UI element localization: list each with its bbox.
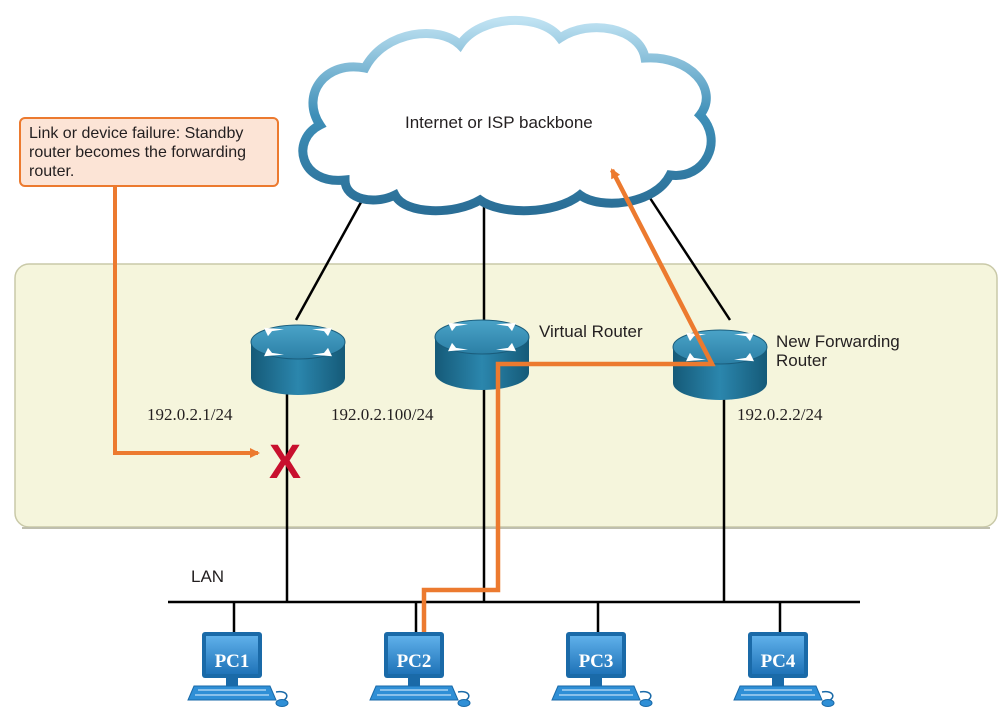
lan-label: LAN: [191, 567, 225, 586]
link-cloud-left-router: [294, 194, 367, 321]
pc2-label: PC2: [397, 651, 432, 672]
pc4-label: PC4: [761, 651, 796, 672]
failure-callout: Link or device failure: Standby router b…: [19, 117, 279, 187]
left-router-ip: 192.0.2.1/24: [147, 405, 233, 424]
pc3-label: PC3: [579, 651, 614, 672]
traffic-path: [421, 168, 716, 632]
link-cloud-forwarding-router: [646, 194, 732, 321]
forwarding-router-name-line2: Router: [776, 351, 828, 370]
internet-cloud: [298, 15, 716, 216]
failure-x-mark: X: [269, 436, 301, 489]
cloud-label: Internet or ISP backbone: [405, 113, 593, 132]
virtual-router-icon: [434, 319, 530, 391]
callout-connector-arrow: [113, 187, 260, 458]
virtual-router-name: Virtual Router: [539, 322, 643, 341]
callout-text: Link or device failure: Standby router b…: [29, 125, 246, 180]
router-zone: [14, 263, 998, 528]
forwarding-router-ip: 192.0.2.2/24: [737, 405, 823, 424]
pc1-label: PC1: [215, 651, 250, 672]
left-router-icon: [250, 324, 346, 396]
forwarding-router-name-line1: New Forwarding: [776, 332, 900, 351]
virtual-router-ip: 192.0.2.100/24: [331, 405, 434, 424]
